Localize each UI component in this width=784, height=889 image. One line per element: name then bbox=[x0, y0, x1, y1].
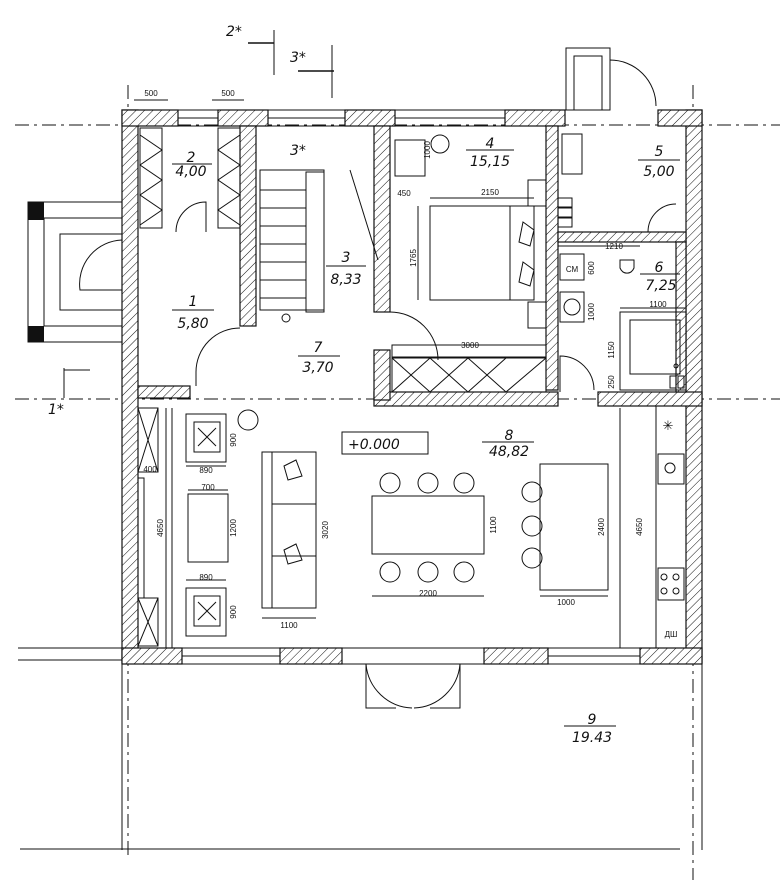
dim-900-top: 900 bbox=[229, 433, 238, 447]
terrace bbox=[18, 647, 703, 850]
room-9-area: 19.43 bbox=[572, 730, 612, 746]
dining-chair bbox=[379, 561, 401, 583]
dim-500-left: 500 bbox=[144, 89, 158, 98]
windows bbox=[177, 109, 641, 665]
outer-walls bbox=[121, 109, 703, 665]
staircase bbox=[259, 169, 379, 323]
bathroom-fixtures bbox=[557, 133, 687, 391]
room-7-area: 3,70 bbox=[302, 360, 333, 376]
dim-3000: 3000 bbox=[461, 341, 479, 350]
dimension-lines bbox=[134, 99, 686, 648]
room-6-area: 7,25 bbox=[645, 278, 676, 294]
room-4-area: 15,15 bbox=[470, 154, 510, 170]
room-2-number: 2 bbox=[187, 150, 196, 166]
inner-doors bbox=[175, 201, 677, 392]
dining-chair bbox=[417, 472, 439, 494]
dim-2200: 2200 bbox=[419, 589, 437, 598]
hood-icon: ✳ bbox=[663, 418, 674, 433]
porch bbox=[27, 201, 123, 343]
dining-chair bbox=[521, 547, 543, 569]
dim-2150: 2150 bbox=[481, 188, 499, 197]
room-4-number: 4 bbox=[486, 136, 495, 152]
dim-700: 700 bbox=[201, 483, 215, 492]
dining-chair bbox=[453, 472, 475, 494]
dim-4650-left: 4650 bbox=[156, 519, 165, 537]
dim-1000-bed-top: 1000 bbox=[423, 141, 432, 159]
front-door bbox=[341, 647, 485, 709]
dining-chair bbox=[417, 561, 439, 583]
living-furniture bbox=[137, 407, 317, 648]
room-8-area: 48,82 bbox=[489, 444, 529, 460]
dim-600: 600 bbox=[587, 261, 596, 275]
room-3-area: 8,33 bbox=[330, 272, 361, 288]
dim-1150: 1150 bbox=[607, 341, 616, 359]
level-mark-box bbox=[341, 431, 429, 455]
dim-1100-table: 1100 bbox=[489, 516, 498, 534]
section-mark-1: 1* bbox=[48, 402, 64, 418]
dimension-texts: 500 500 1000 2150 450 1765 3000 1210 600… bbox=[143, 89, 677, 639]
dim-1000-island: 1000 bbox=[557, 598, 575, 607]
dim-1000-bath: 1000 bbox=[587, 303, 596, 321]
dim-1100-sofa: 1100 bbox=[280, 621, 298, 630]
dim-250: 250 bbox=[607, 375, 616, 389]
wardrobes bbox=[139, 127, 241, 229]
dim-890-top: 890 bbox=[199, 466, 213, 475]
dim-450: 450 bbox=[397, 189, 411, 198]
dim-2400: 2400 bbox=[597, 518, 606, 536]
dim-400: 400 bbox=[143, 465, 157, 474]
room-labels: 2 4,00 1 5,80 3 8,33 4 15,15 5 5,00 6 7,… bbox=[175, 136, 676, 746]
balcony bbox=[565, 47, 657, 111]
dining-kitchen: ✳ bbox=[371, 405, 687, 649]
dim-890-bottom: 890 bbox=[199, 573, 213, 582]
dim-1210: 1210 bbox=[605, 242, 623, 251]
washing-machine-label: СМ bbox=[566, 265, 579, 274]
dining-chair bbox=[521, 481, 543, 503]
dining-chair bbox=[453, 561, 475, 583]
dim-1100-bath: 1100 bbox=[649, 300, 667, 309]
room-5-area: 5,00 bbox=[643, 164, 674, 180]
section-markers bbox=[63, 30, 334, 398]
dim-4650-right: 4650 bbox=[635, 518, 644, 536]
level-mark: +0.000 bbox=[348, 437, 400, 453]
dining-chair bbox=[521, 515, 543, 537]
dim-500-right: 500 bbox=[221, 89, 235, 98]
section-mark-3-stair: 3* bbox=[290, 143, 306, 159]
room-label-dividers bbox=[172, 149, 680, 727]
section-mark-3-top: 3* bbox=[290, 50, 306, 66]
room-8-number: 8 bbox=[505, 428, 514, 444]
dim-3020: 3020 bbox=[321, 521, 330, 539]
room-1-area: 5,80 bbox=[177, 316, 208, 332]
room-1-number: 1 bbox=[189, 294, 198, 310]
room-2-area: 4,00 bbox=[175, 164, 206, 180]
room-9-number: 9 bbox=[588, 712, 597, 728]
section-mark-2: 2* bbox=[226, 24, 242, 40]
inner-walls bbox=[137, 125, 703, 407]
dim-1200: 1200 bbox=[229, 519, 238, 537]
dim-900-bottom: 900 bbox=[229, 605, 238, 619]
dining-chair bbox=[379, 472, 401, 494]
room-6-number: 6 bbox=[655, 260, 664, 276]
room-5-number: 5 bbox=[655, 144, 664, 160]
room-7-number: 7 bbox=[314, 340, 323, 356]
dim-1765: 1765 bbox=[409, 249, 418, 267]
room-3-number: 3 bbox=[342, 250, 351, 266]
dishwasher-label: ДШ bbox=[665, 630, 678, 639]
